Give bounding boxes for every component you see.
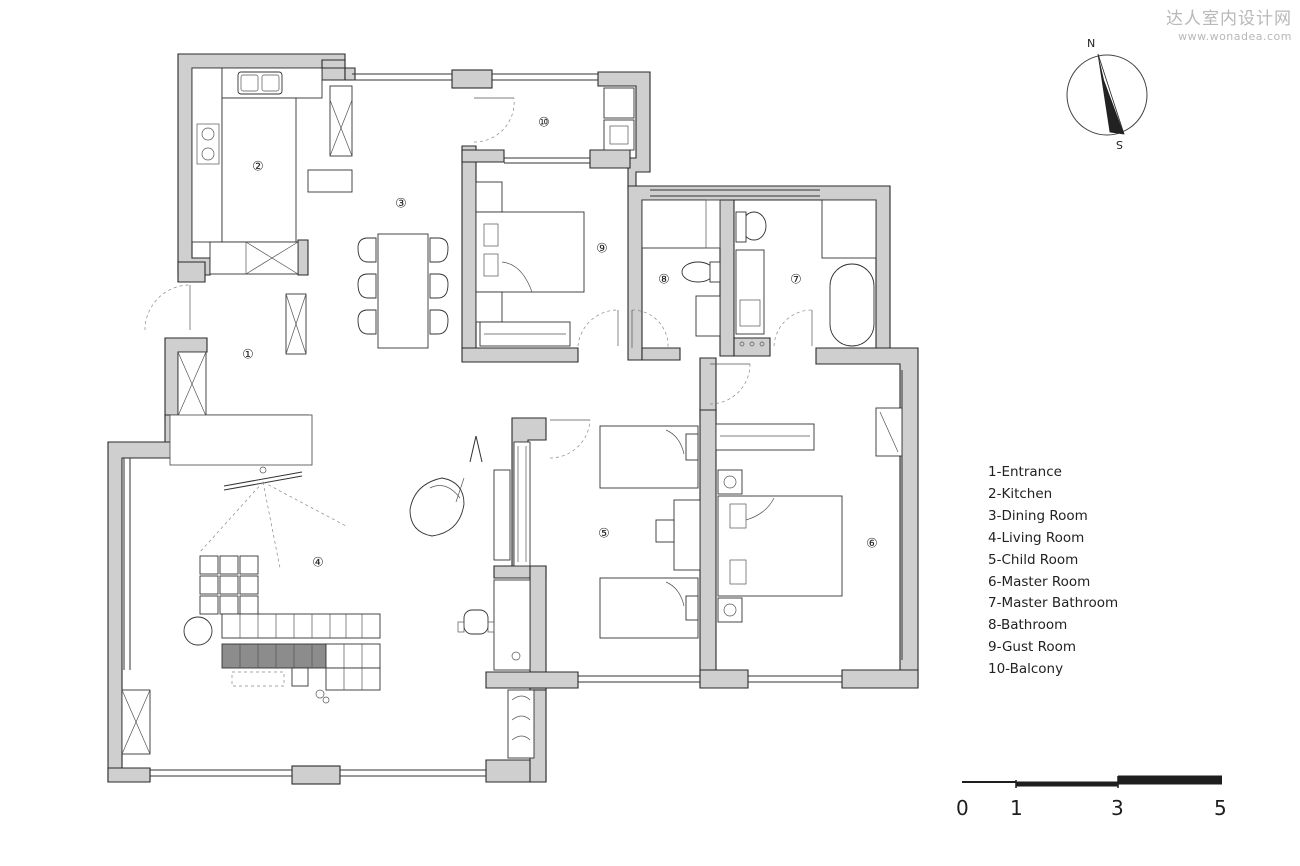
legend-item: 8-Bathroom (988, 617, 1068, 634)
scale-label-5: 5 (1214, 796, 1227, 820)
doors (144, 97, 813, 459)
living-room-furniture (121, 435, 535, 759)
room-marker-dining: ③ (395, 197, 407, 212)
child-room-furniture (513, 425, 701, 639)
child-room-partition (529, 565, 547, 691)
kitchen-furniture (191, 67, 353, 355)
legend-item: 3-Dining Room (988, 507, 1088, 524)
legend-item: 7-Master Bathroom (988, 595, 1119, 612)
guest-room-left-wall (461, 145, 477, 349)
room-marker-living: ④ (312, 556, 324, 571)
dining-top-wall (321, 59, 356, 81)
child-master-partition (699, 409, 717, 687)
room-marker-entrance: ① (242, 348, 254, 363)
compass (1066, 53, 1148, 136)
bathroom-furniture (641, 199, 721, 337)
watermark: 达人室内设计网 www.wonadea.com (1166, 4, 1292, 43)
living-room-bottom-wall (107, 767, 151, 783)
room-markers: ① ② ③ ④ ⑤ ⑥ ⑦ ⑧ ⑨ ⑩ (242, 116, 878, 571)
bathroom-divider-wall (719, 199, 735, 357)
legend-item: 10-Balcony (988, 661, 1064, 678)
guest-room-furniture (475, 181, 585, 347)
room-marker-balcony: ⑩ (538, 116, 550, 131)
room-legend: 1-Entrance 2-Kitchen 3-Dining Room 4-Liv… (988, 462, 1118, 681)
room-marker-kitchen: ② (252, 160, 264, 175)
child-bottom-wall (485, 671, 579, 689)
room-marker-bathroom: ⑧ (658, 273, 670, 288)
master-room-furniture (715, 407, 903, 623)
lounge-chair (409, 477, 465, 537)
bathroom-bottom-right-wall (733, 337, 771, 357)
scale-label-1: 1 (1010, 796, 1023, 820)
master-bottom-wall (699, 669, 749, 689)
legend-item: 6-Master Room (988, 573, 1091, 590)
scale-bar (962, 775, 1222, 788)
windows (123, 73, 903, 777)
watermark-site-name: 达人室内设计网 (1166, 9, 1292, 29)
guest-room-top-right-wall (589, 149, 631, 169)
corridor-wall (699, 357, 717, 419)
legend-item: 2-Kitchen (988, 485, 1053, 502)
compass-south-label: S (1116, 138, 1123, 151)
dining-furniture (357, 233, 449, 349)
dining-table (377, 233, 429, 349)
legend-item: 5-Child Room (988, 551, 1079, 568)
entrance-furniture (169, 351, 313, 466)
desk-chair (457, 609, 495, 635)
master-bottom-right-wall (841, 669, 919, 689)
scale-label-3: 3 (1111, 796, 1124, 820)
room-marker-master-bath: ⑦ (790, 273, 802, 288)
legend-item: 9-Gust Room (988, 639, 1077, 656)
master-bath-furniture (735, 199, 877, 347)
legend-item: 1-Entrance (988, 464, 1062, 480)
kitchen-bottom-wall (177, 261, 206, 283)
guest-room-bottom-wall (461, 347, 579, 363)
kitchen-wall-right (297, 239, 309, 276)
legend-item: 4-Living Room (988, 529, 1085, 546)
round-table (183, 616, 213, 646)
compass-ring (1066, 54, 1148, 136)
room-marker-child: ⑤ (598, 527, 610, 542)
room-marker-guest: ⑨ (596, 242, 608, 257)
sofa (199, 555, 381, 691)
guest-room-top-wall (461, 149, 505, 163)
window-pier (451, 69, 493, 89)
scale-label-0: 0 (956, 796, 969, 820)
compass-north-label: N (1087, 36, 1096, 49)
watermark-url: www.wonadea.com (1178, 30, 1292, 43)
room-marker-master: ⑥ (866, 537, 878, 552)
compass-needle-dark (1098, 54, 1124, 134)
bathroom-bottom-wall (641, 347, 681, 361)
bottom-window-pier (291, 765, 341, 785)
balcony-furniture (603, 87, 635, 151)
